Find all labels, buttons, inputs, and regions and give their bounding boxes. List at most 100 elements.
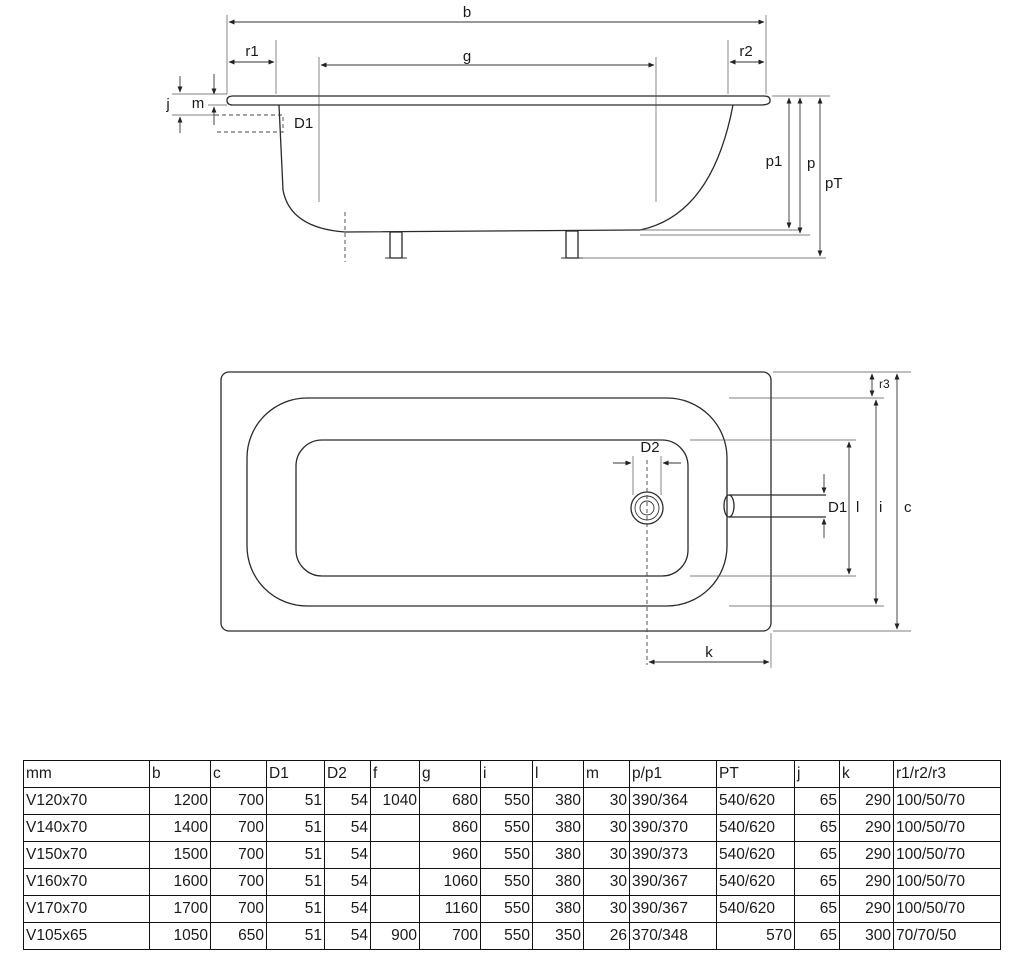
table-header-cell: p/p1: [629, 760, 717, 788]
tub-outline: [220, 371, 772, 632]
label-j: j: [165, 96, 169, 113]
dimension-d2: D2: [613, 439, 681, 495]
table-cell: 380: [532, 895, 584, 923]
table-cell: 30: [583, 841, 630, 869]
table-cell: 51: [266, 895, 325, 923]
table-cell: 100/50/70: [893, 841, 1001, 869]
table-cell: [370, 895, 420, 923]
table-cell: 540/620: [716, 868, 795, 896]
dimension-r3: r3: [869, 373, 890, 397]
tub-rim: [226, 95, 771, 106]
table-cell: 550: [480, 922, 533, 950]
table-cell: 30: [583, 814, 630, 842]
table-header-cell: c: [210, 760, 267, 788]
table-cell: 1160: [419, 895, 481, 923]
table-cell: 650: [210, 922, 267, 950]
label-r3: r3: [879, 377, 890, 391]
label-c: c: [904, 499, 912, 516]
table-cell: 700: [210, 868, 267, 896]
table-cell: 26: [583, 922, 630, 950]
table-cell: V120x70: [23, 787, 150, 815]
table-cell: 390/367: [629, 895, 717, 923]
table-cell: 1050: [149, 922, 211, 950]
table-cell: 390/367: [629, 868, 717, 896]
table-cell: 51: [266, 787, 325, 815]
table-cell: 54: [324, 814, 371, 842]
table-cell: [370, 814, 420, 842]
dimension-d1-top: D1: [821, 474, 847, 538]
label-pT: pT: [825, 175, 843, 192]
table-cell: 700: [210, 787, 267, 815]
dimension-j: j: [165, 76, 227, 133]
label-b: b: [463, 4, 471, 21]
table-cell: 350: [532, 922, 584, 950]
table-cell: 1600: [149, 868, 211, 896]
table-cell: 390/364: [629, 787, 717, 815]
overflow-pipe: [723, 494, 826, 518]
table-cell: 680: [419, 787, 481, 815]
table-header-cell: r1/r2/r3: [893, 760, 1001, 788]
tub-basin-inner: [295, 439, 689, 577]
table-cell: 54: [324, 787, 371, 815]
table-cell: V105x65: [23, 922, 150, 950]
label-p1: p1: [766, 153, 783, 170]
table-cell: V150x70: [23, 841, 150, 869]
table-cell: 54: [324, 868, 371, 896]
label-d1-top: D1: [828, 499, 847, 516]
table-cell: 51: [266, 841, 325, 869]
table-cell: 1400: [149, 814, 211, 842]
table-cell: V170x70: [23, 895, 150, 923]
label-g: g: [463, 48, 471, 65]
table-header-cell: mm: [23, 760, 150, 788]
bathtub-technical-drawing: b g r1 r2 j: [165, 4, 912, 668]
table-cell: 65: [794, 787, 840, 815]
table-cell: 51: [266, 922, 325, 950]
table-cell: 51: [266, 868, 325, 896]
table-cell: 380: [532, 787, 584, 815]
table-cell: 290: [839, 841, 894, 869]
table-cell: 550: [480, 868, 533, 896]
table-cell: 550: [480, 787, 533, 815]
table-cell: 570: [716, 922, 795, 950]
table-cell: 54: [324, 895, 371, 923]
table-cell: 54: [324, 841, 371, 869]
table-cell: 380: [532, 814, 584, 842]
table-cell: 390/370: [629, 814, 717, 842]
table-cell: 540/620: [716, 814, 795, 842]
table-cell: 1040: [370, 787, 420, 815]
table-cell: 300: [839, 922, 894, 950]
dimension-r2: r2: [727, 40, 765, 94]
table-cell: 540/620: [716, 895, 795, 923]
tub-foot-right: [565, 230, 579, 259]
table-cell: 54: [324, 922, 371, 950]
table-header-cell: g: [419, 760, 481, 788]
table-cell: 860: [419, 814, 481, 842]
table-cell: 65: [794, 868, 840, 896]
table-cell: 65: [794, 814, 840, 842]
dimension-i: i: [729, 397, 884, 607]
dimension-c: c: [773, 371, 912, 632]
table-cell: 700: [210, 814, 267, 842]
table-cell: 100/50/70: [893, 895, 1001, 923]
table-cell: 290: [839, 895, 894, 923]
label-l: l: [856, 499, 859, 516]
table-cell: 540/620: [716, 841, 795, 869]
table-cell: 290: [839, 868, 894, 896]
tub-basin-outer: [246, 397, 728, 607]
table-cell: 380: [532, 841, 584, 869]
dimension-m: m: [192, 74, 227, 125]
table-cell: 900: [370, 922, 420, 950]
table-cell: 70/70/50: [893, 922, 1001, 950]
label-d2: D2: [640, 439, 659, 456]
label-r2: r2: [739, 43, 752, 60]
table-cell: V160x70: [23, 868, 150, 896]
label-k: k: [705, 644, 713, 661]
table-cell: 540/620: [716, 787, 795, 815]
table-cell: 550: [480, 841, 533, 869]
dimension-k: k: [648, 633, 772, 668]
table-cell: 1500: [149, 841, 211, 869]
